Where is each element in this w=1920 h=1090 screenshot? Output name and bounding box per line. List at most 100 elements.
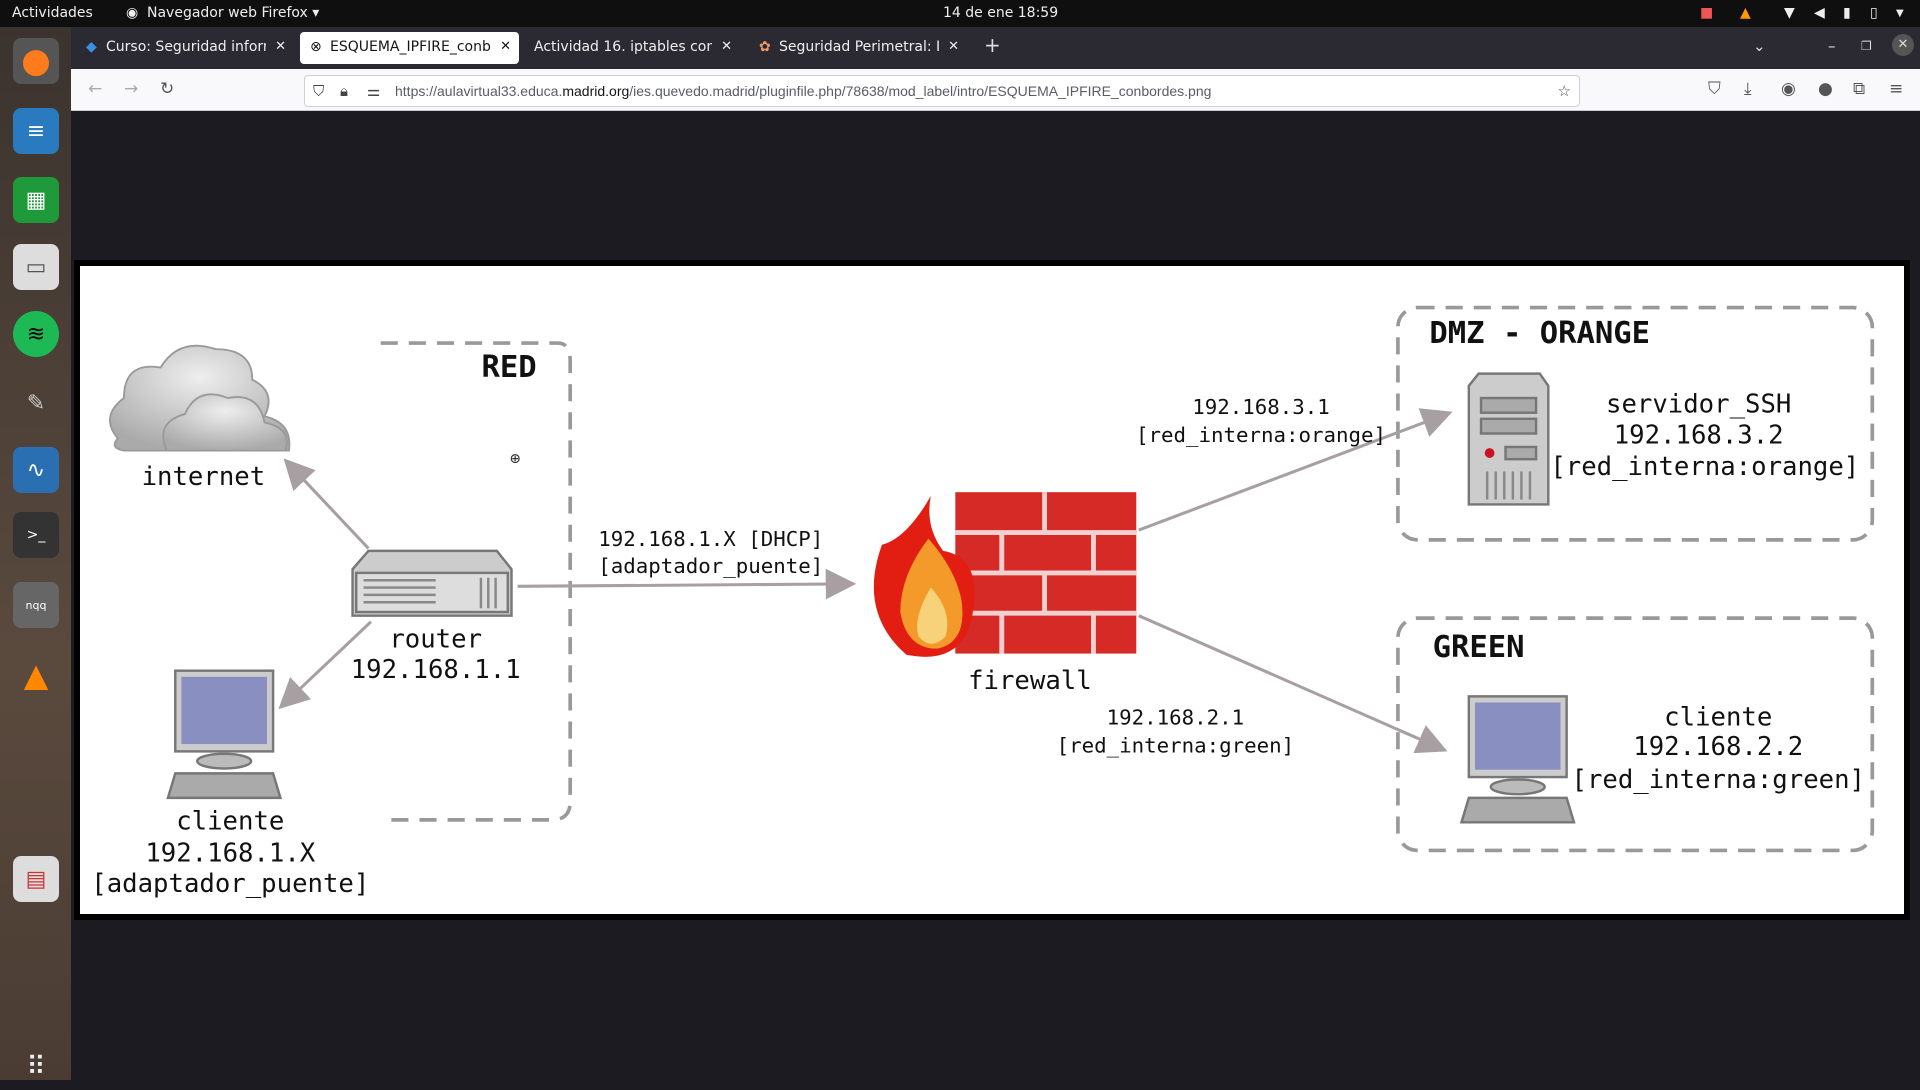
navigation-bar: ← → ↻ ⛉ 🔒︎ ⚌ https://aulavirtual33.educa… — [71, 69, 1920, 111]
cloud-icon — [109, 344, 291, 452]
network-diagram[interactable]: RED internet router 192.168.1.1 cliente … — [80, 266, 1904, 914]
files-icon[interactable]: ▭ — [13, 244, 59, 290]
link-orange-ip: 192.168.3.1 — [1192, 395, 1330, 419]
minimize-button[interactable]: – — [1828, 37, 1836, 55]
close-tab-icon[interactable]: ✕ — [275, 39, 286, 54]
tab-label: Actividad 16. iptables con el — [534, 39, 712, 55]
router-icon — [351, 549, 513, 617]
link-orange-net: [red_interna:orange] — [1136, 423, 1386, 447]
wifi-icon[interactable]: ▼ — [1784, 5, 1795, 21]
cliente-green-net: [red_interna:green] — [1572, 765, 1865, 795]
firefox-small-icon: ◉ — [126, 5, 139, 21]
link-router-firewall — [517, 568, 857, 600]
link-router-internet — [283, 458, 370, 550]
back-button[interactable]: ← — [88, 79, 103, 99]
tab-label: ESQUEMA_IPFIRE_conbo — [330, 39, 491, 55]
spotify-icon[interactable]: ≋ — [13, 311, 59, 357]
downloads-icon[interactable]: ⤓ — [1744, 79, 1752, 99]
link-fw-ip: 192.168.1.X [DHCP] — [598, 527, 823, 551]
green-zone-border — [1396, 616, 1875, 853]
tab-actividad[interactable]: Actividad 16. iptables con el ✕ — [524, 32, 740, 64]
server-ip: 192.168.3.2 — [1614, 420, 1784, 450]
menu-icon[interactable]: ≡ — [1889, 79, 1904, 99]
dock: ● ≡ ▦ ▭ ≋ ✎ ∿ >_ nqq ▲ ▤ ⠿ — [0, 27, 71, 1082]
dmz-zone-border — [1396, 305, 1875, 542]
clock[interactable]: 14 de ene 18:59 — [943, 5, 1059, 21]
link-firewall-dmz — [1138, 408, 1453, 532]
computer-icon-red — [166, 669, 283, 800]
cliente-red-ip: 192.168.1.X — [145, 838, 315, 868]
writer-icon[interactable]: ≡ — [13, 108, 59, 154]
cliente-red-name: cliente — [176, 807, 284, 837]
close-tab-icon[interactable]: ✕ — [721, 39, 732, 54]
show-apps-icon[interactable]: ⠿ — [26, 1052, 46, 1082]
link-green-net: [red_interna:green] — [1057, 734, 1295, 758]
system-monitor-icon[interactable]: ∿ — [13, 447, 59, 493]
screen-record-icon[interactable]: ■ — [1700, 5, 1714, 21]
extensions-puzzle-icon[interactable]: ⧉ — [1853, 79, 1866, 99]
image-favicon-icon: ⊗ — [310, 39, 322, 55]
url-bar[interactable]: ⛉ 🔒︎ ⚌ https://aulavirtual33.educa.madri… — [304, 75, 1580, 107]
url-text[interactable]: https://aulavirtual33.educa.madrid.org/i… — [395, 83, 1212, 99]
document-viewer-icon[interactable]: ▤ — [13, 856, 59, 902]
activities-button[interactable]: Actividades — [12, 5, 93, 21]
cliente-red-net: [adaptador_puente] — [91, 869, 369, 899]
moodle-favicon-icon: ◆ — [86, 39, 97, 55]
firewall-label: firewall — [968, 666, 1092, 696]
lock-icon[interactable]: 🔒︎ — [340, 82, 348, 100]
computer-icon-green — [1459, 695, 1576, 824]
tab-seguridad-perimetral[interactable]: ✿ Seguridad Perimetral: Ip ✕ — [749, 32, 967, 64]
extension-icon[interactable]: ● — [1818, 79, 1833, 99]
system-menu-chevron-icon[interactable]: ▼ — [1896, 8, 1904, 19]
server-name: servidor_SSH — [1606, 390, 1791, 420]
red-zone-border — [380, 341, 573, 822]
close-tab-icon[interactable]: ✕ — [948, 39, 959, 54]
tab-curso[interactable]: ◆ Curso: Seguridad informa ✕ — [76, 32, 294, 64]
ipfire-favicon-icon: ✿ — [759, 39, 771, 55]
tab-label: Curso: Seguridad informa — [106, 39, 266, 55]
nextcloud-icon[interactable]: nqq — [13, 582, 59, 628]
gimp-icon[interactable]: ✎ — [26, 390, 46, 416]
tab-label: Seguridad Perimetral: Ip — [779, 39, 939, 55]
mic-icon[interactable]: ▮ — [1843, 5, 1851, 21]
tab-esquema[interactable]: ⊗ ESQUEMA_IPFIRE_conbo ✕ — [300, 32, 519, 64]
server-net: [red_interna:orange] — [1550, 452, 1859, 482]
cliente-green-ip: 192.168.2.2 — [1633, 732, 1803, 762]
green-zone-title: GREEN — [1433, 630, 1525, 665]
list-tabs-chevron-icon[interactable]: ⌄ — [1753, 37, 1766, 55]
vlc-tray-icon[interactable]: ▲ — [1740, 5, 1751, 21]
reload-button[interactable]: ↻ — [160, 79, 175, 99]
permissions-icon[interactable]: ⚌ — [367, 82, 381, 100]
dmz-zone-title: DMZ - ORANGE — [1429, 316, 1650, 351]
battery-icon[interactable]: ▯ — [1870, 5, 1878, 21]
close-window-button[interactable]: ✕ — [1892, 34, 1914, 56]
calc-icon[interactable]: ▦ — [13, 177, 59, 223]
vlc-icon[interactable]: ▲ — [23, 656, 49, 694]
forward-button[interactable]: → — [124, 79, 139, 99]
link-fw-net: [adaptador_puente] — [598, 554, 823, 578]
new-tab-button[interactable]: + — [984, 33, 1001, 57]
system-top-bar: Actividades ◉ Navegador web Firefox ▾ 14… — [0, 0, 1920, 27]
tracking-shield-icon[interactable]: ⛉ — [313, 82, 325, 100]
link-green-ip: 192.168.2.1 — [1107, 705, 1245, 729]
zoom-cursor-icon: ⊕ — [510, 449, 520, 469]
close-tab-icon[interactable]: ✕ — [500, 39, 511, 54]
cliente-green-name: cliente — [1664, 703, 1772, 733]
account-icon[interactable]: ◉ — [1781, 79, 1796, 99]
server-icon — [1467, 372, 1550, 506]
app-menu[interactable]: Navegador web Firefox ▾ — [147, 5, 320, 21]
link-firewall-green — [1138, 614, 1448, 754]
link-router-cliente — [278, 620, 372, 710]
internet-label: internet — [142, 462, 266, 492]
volume-icon[interactable]: ◀ — [1814, 5, 1825, 21]
bookmark-star-icon[interactable]: ☆ — [1557, 82, 1571, 100]
red-zone-title: RED — [481, 350, 536, 385]
router-name: router — [389, 624, 482, 654]
router-ip: 192.168.1.1 — [351, 655, 521, 685]
firefox-icon[interactable]: ● — [13, 38, 59, 84]
firewall-icon — [873, 492, 1137, 657]
restore-button[interactable]: ❐ — [1861, 39, 1872, 53]
terminal-icon[interactable]: >_ — [13, 512, 59, 558]
pocket-icon[interactable]: ⛉ — [1708, 79, 1721, 99]
tab-bar: ◆ Curso: Seguridad informa ✕ ⊗ ESQUEMA_IPFI… — [71, 27, 1920, 69]
